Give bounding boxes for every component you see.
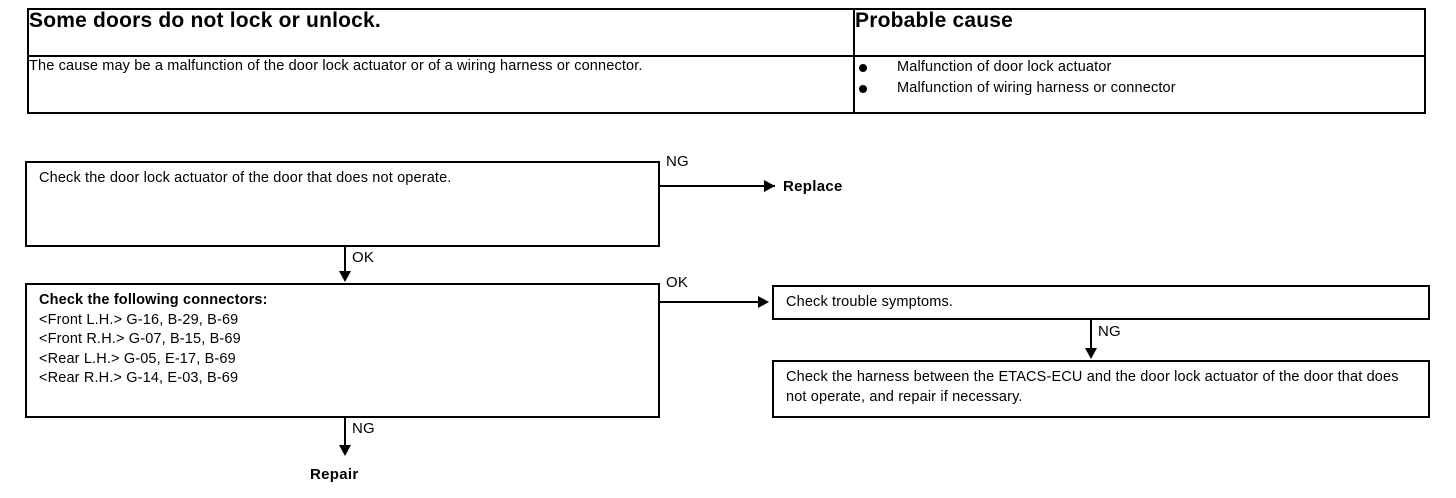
cause-label: Malfunction of door lock actuator xyxy=(897,59,1112,75)
flow-box-harness: Check the harness between the ETACS-ECU … xyxy=(772,360,1430,418)
flow-box-connectors: Check the following connectors: <Front L… xyxy=(25,283,660,418)
ok-down-line xyxy=(344,247,346,273)
ng-trouble-arrowhead-icon xyxy=(1085,348,1097,359)
label-ng-connectors: NG xyxy=(352,420,375,437)
cause-label: Malfunction of wiring harness or connect… xyxy=(897,80,1176,97)
probable-cause-title: Probable cause xyxy=(855,9,1014,32)
table-header-row: Some doors do not lock or unlock. Probab… xyxy=(27,8,1426,57)
flow-box-harness-text: Check the harness between the ETACS-ECU … xyxy=(786,369,1399,405)
bullet-icon xyxy=(859,84,867,93)
connector-line: <Front R.H.> G-07, B-15, B-69 xyxy=(39,331,241,348)
connector-line: <Front L.H.> G-16, B-29, B-69 xyxy=(39,311,239,328)
flow-box-trouble-symptoms: Check trouble symptoms. xyxy=(772,285,1430,320)
ok-branch-arrowhead-icon xyxy=(758,296,769,308)
description-cell: The cause may be a malfunction of the do… xyxy=(27,55,855,114)
description-text: The cause may be a malfunction of the do… xyxy=(29,58,643,74)
ok-branch-line xyxy=(660,301,760,303)
list-item: Malfunction of door lock actuator xyxy=(855,57,1424,78)
symptom-header-cell: Some doors do not lock or unlock. xyxy=(27,8,855,57)
label-ng-trouble: NG xyxy=(1098,323,1121,340)
list-item: Malfunction of wiring harness or connect… xyxy=(855,78,1424,99)
ng-down-line xyxy=(344,418,346,447)
flow-box-connectors-heading: Check the following connectors: xyxy=(39,292,268,308)
table-body-row: The cause may be a malfunction of the do… xyxy=(27,55,1426,114)
flow-box-trouble-symptoms-text: Check trouble symptoms. xyxy=(786,294,954,310)
ng-trouble-line xyxy=(1090,320,1092,350)
flow-box-check-actuator: Check the door lock actuator of the door… xyxy=(25,161,660,247)
bullet-icon xyxy=(859,63,867,72)
connector-line: <Rear L.H.> G-05, E-17, B-69 xyxy=(39,350,236,367)
connector-line: <Rear R.H.> G-14, E-03, B-69 xyxy=(39,370,239,387)
ng-branch-arrowhead-icon xyxy=(764,180,775,192)
flow-box-connectors-lines: <Front L.H.> G-16, B-29, B-69 <Front R.H… xyxy=(27,311,658,389)
label-ng-actuator: NG xyxy=(666,153,689,170)
terminal-repair: Repair xyxy=(310,466,359,483)
ng-down-arrowhead-icon xyxy=(339,445,351,456)
cause-list: Malfunction of door lock actuator Malfun… xyxy=(855,57,1424,99)
terminal-replace: Replace xyxy=(783,178,843,195)
symptom-title: Some doors do not lock or unlock. xyxy=(29,9,381,32)
ng-branch-line xyxy=(660,185,775,187)
label-ok-actuator: OK xyxy=(352,249,375,266)
symptom-table: Some doors do not lock or unlock. Probab… xyxy=(27,8,1426,114)
ok-down-arrowhead-icon xyxy=(339,271,351,282)
probable-cause-header-cell: Probable cause xyxy=(853,8,1426,57)
causes-cell: Malfunction of door lock actuator Malfun… xyxy=(853,55,1426,114)
label-ok-connectors: OK xyxy=(666,274,689,291)
flow-box-check-actuator-text: Check the door lock actuator of the door… xyxy=(39,170,452,186)
